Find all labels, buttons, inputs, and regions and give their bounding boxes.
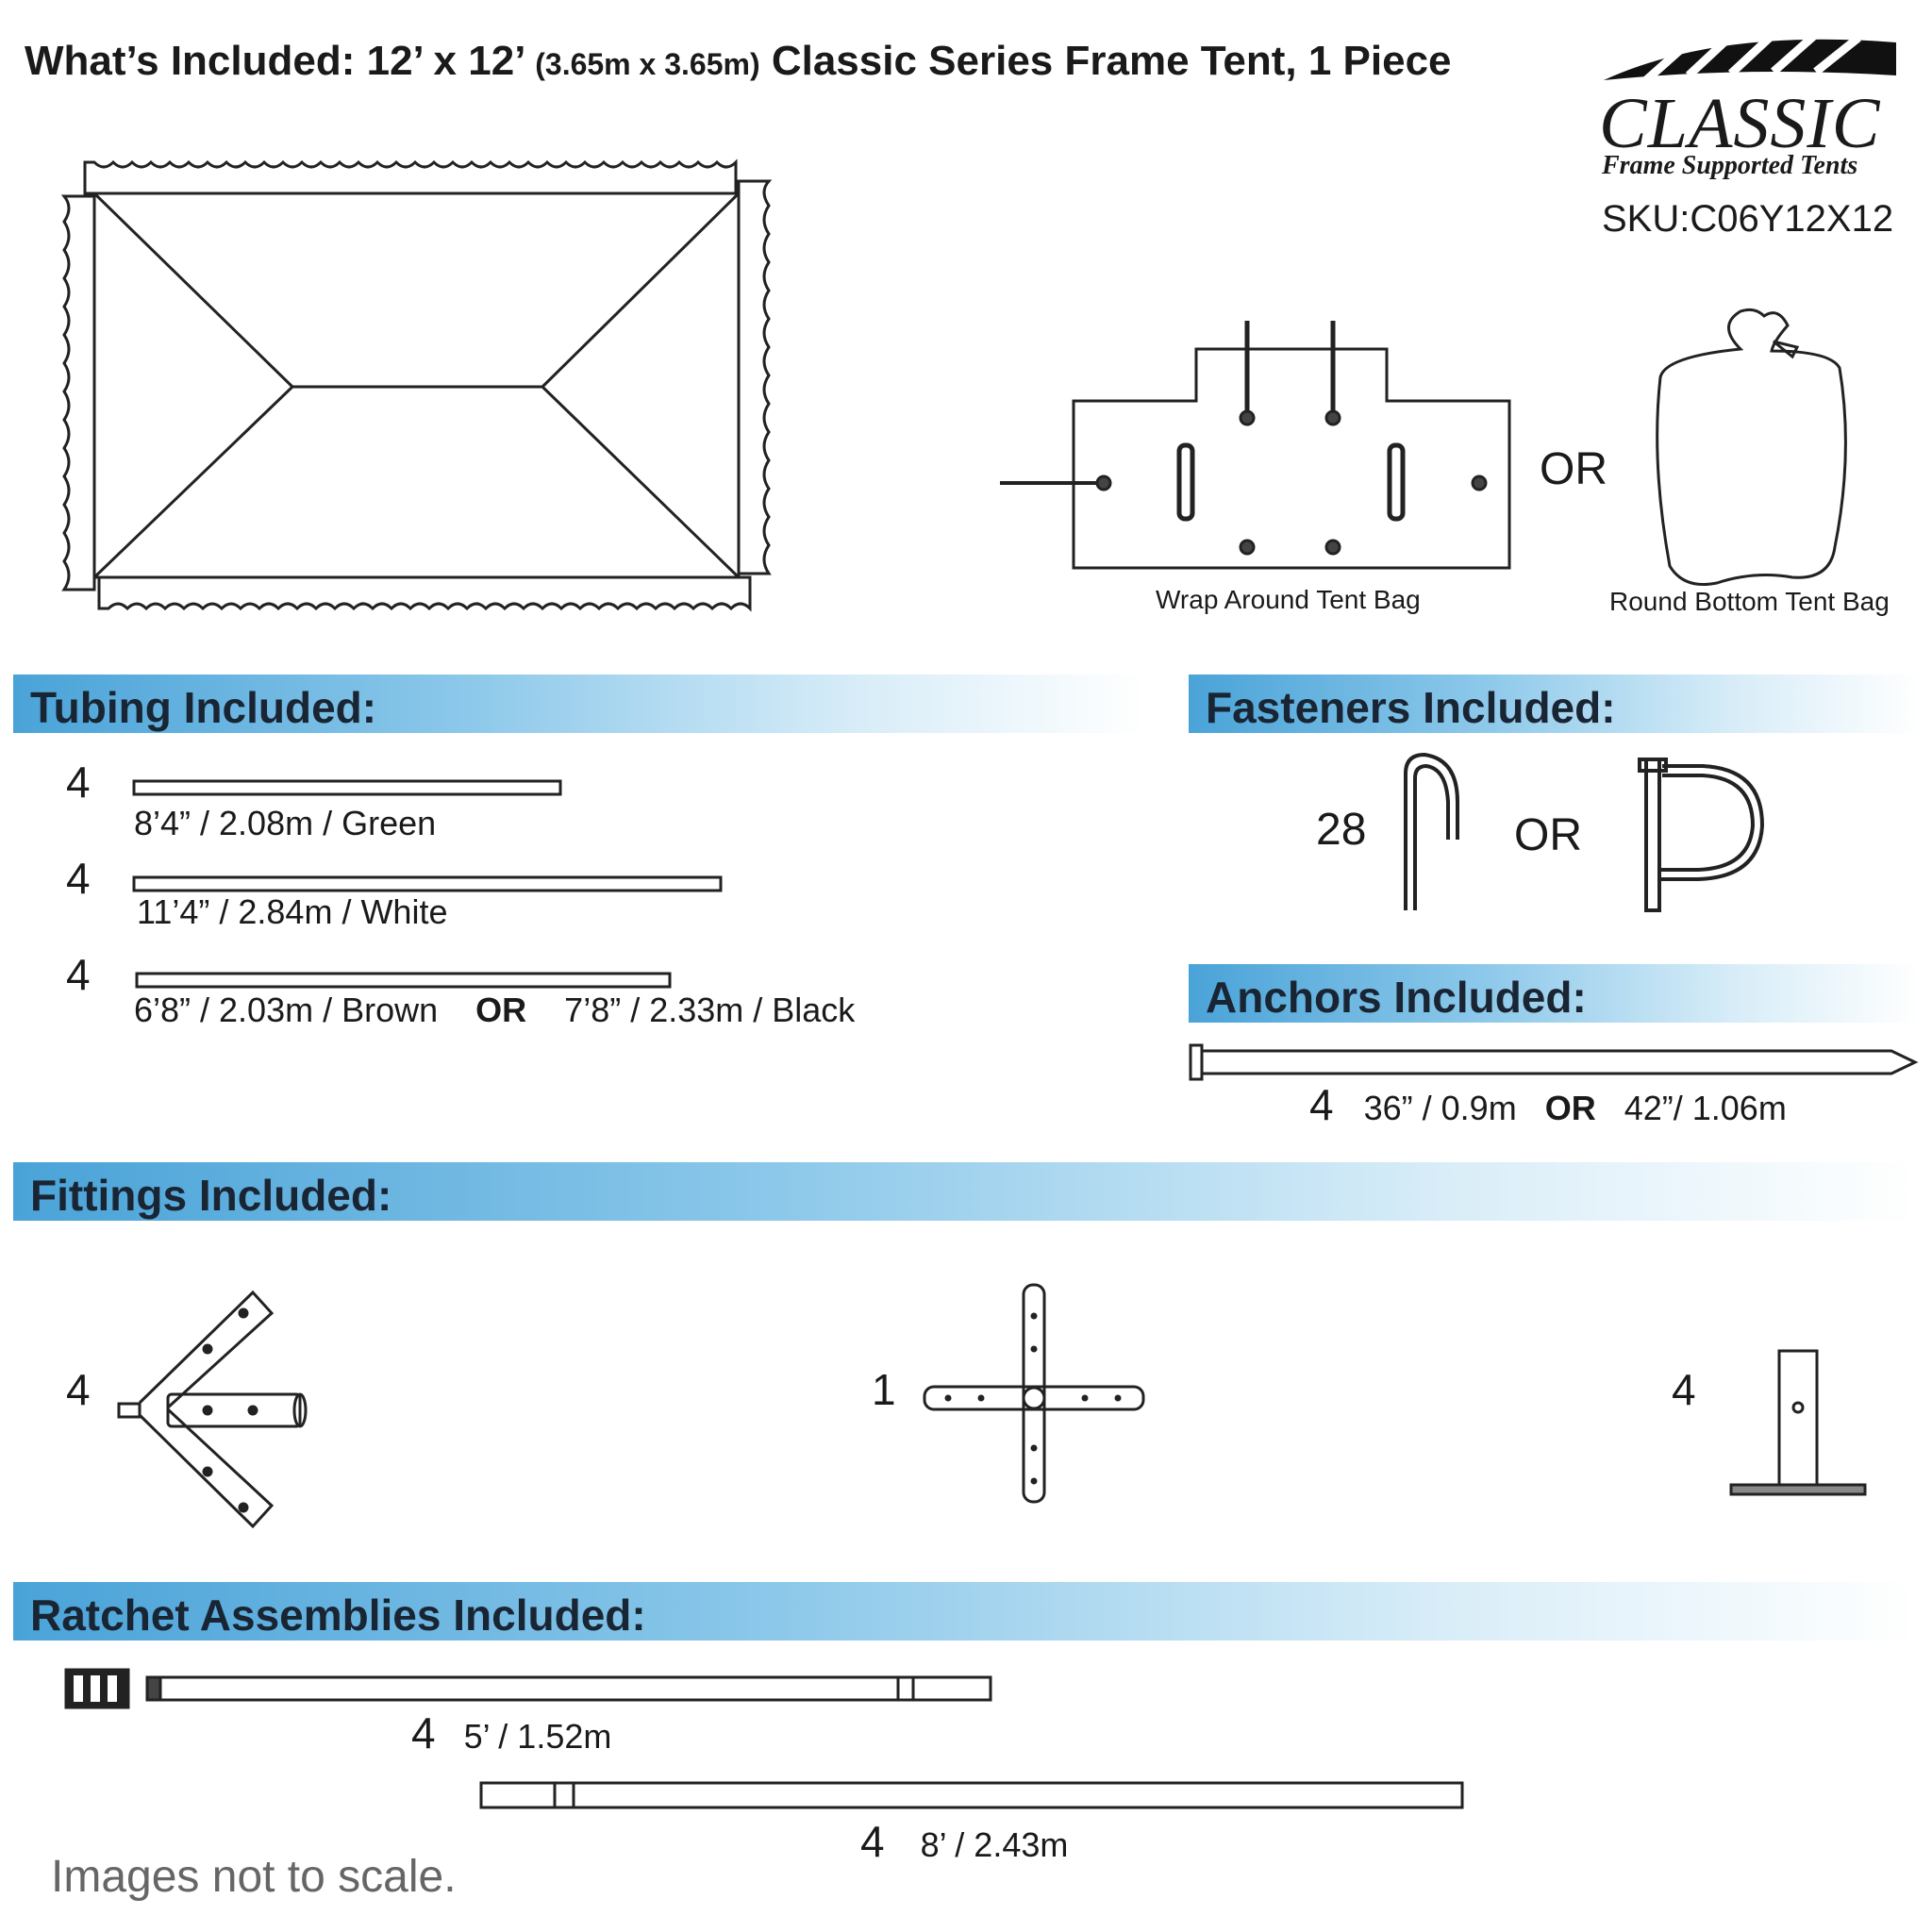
round-bottom-tent-bag-icon: [1656, 308, 1847, 586]
anchor-or: OR: [1544, 1089, 1596, 1127]
classic-logo-tagline: Frame Supported Tents: [1602, 151, 1858, 180]
title-main: What’s Included: 12’ x 12’: [25, 38, 524, 84]
page-title: What’s Included: 12’ x 12’ (3.65m x 3.65…: [25, 38, 1452, 85]
foot-plate-qty: 4: [1672, 1365, 1696, 1414]
classic-logo-awning-icon: [1604, 30, 1896, 84]
foot-plate-icon: [1729, 1349, 1867, 1496]
tube-or: OR: [475, 991, 527, 1029]
wrap-bag-label: Wrap Around Tent Bag: [1156, 585, 1421, 614]
tube-label: 6’8” / 2.03m / Brown OR 7’8” / 2.33m / B…: [134, 991, 855, 1030]
anchor-stake-icon: [1189, 1043, 1919, 1081]
fasteners-heading: Fasteners Included:: [1206, 683, 1616, 732]
classic-logo-word: CLASSIC: [1599, 84, 1881, 163]
fasteners-heading-band: Fasteners Included:: [1189, 675, 1920, 733]
corner-fitting-icon: [117, 1290, 308, 1529]
tube-label: 8’4” / 2.08m / Green: [134, 804, 437, 842]
anchor-qty: 4: [1309, 1080, 1334, 1129]
anchor-label: 4 36” / 0.9m OR 42”/ 1.06m: [1309, 1079, 1787, 1130]
ratchets-heading: Ratchet Assemblies Included:: [30, 1591, 646, 1640]
scale-footnote: Images not to scale.: [51, 1852, 457, 1902]
anchor-label-b: 42”/ 1.06m: [1624, 1089, 1787, 1127]
fittings-heading: Fittings Included:: [30, 1171, 392, 1220]
fastener-clip-icon: [1638, 758, 1765, 912]
bag-or-label: OR: [1540, 444, 1607, 494]
anchors-heading: Anchors Included:: [1206, 973, 1587, 1022]
tube-label-a: 6’8” / 2.03m / Brown: [134, 991, 439, 1029]
ratchet-strap-short-icon: [64, 1668, 992, 1709]
ratchet-strap-long-icon: [479, 1781, 1464, 1809]
sku-label: SKU:C06Y12X12: [1602, 198, 1894, 240]
title-metric: (3.65m x 3.65m): [535, 47, 760, 81]
tube-qty: 4: [66, 950, 91, 999]
ratchet-length: 5’ / 1.52m: [463, 1717, 612, 1756]
wrap-around-tent-bag-icon: [1000, 321, 1511, 570]
anchors-heading-band: Anchors Included:: [1189, 964, 1920, 1023]
ratchet-short-label: 4 5’ / 1.52m: [411, 1707, 611, 1758]
tube-qty: 4: [66, 758, 91, 807]
anchor-label-a: 36” / 0.9m: [1363, 1089, 1517, 1127]
round-bag-label: Round Bottom Tent Bag: [1609, 587, 1890, 616]
ratchet-length: 8’ / 2.43m: [920, 1825, 1069, 1864]
ratchets-heading-band: Ratchet Assemblies Included:: [13, 1582, 1919, 1641]
fittings-heading-band: Fittings Included:: [13, 1162, 1919, 1221]
fastener-or: OR: [1514, 810, 1582, 860]
title-tail: Classic Series Frame Tent, 1 Piece: [771, 38, 1452, 84]
tube-qty: 4: [66, 854, 91, 903]
tube-6ft8: [135, 972, 672, 989]
fastener-pin-icon: [1404, 752, 1459, 910]
tubing-heading: Tubing Included:: [30, 683, 377, 732]
tube-8ft4: [132, 779, 562, 796]
corner-fitting-qty: 4: [66, 1365, 91, 1414]
tubing-heading-band: Tubing Included:: [13, 675, 1145, 733]
ratchet-qty: 4: [860, 1817, 885, 1866]
ratchet-long-label: 4 8’ / 2.43m: [860, 1816, 1068, 1867]
fastener-qty: 28: [1316, 805, 1367, 855]
tube-11ft4: [132, 875, 723, 892]
tubing-bars: [132, 779, 723, 989]
tube-label-b: 7’8” / 2.33m / Black: [564, 991, 856, 1029]
ratchet-qty: 4: [411, 1708, 436, 1757]
cross-fitting-icon: [923, 1283, 1145, 1504]
tent-top-diagram: [60, 158, 773, 612]
cross-fitting-qty: 1: [872, 1365, 896, 1414]
tube-label: 11’4” / 2.84m / White: [137, 892, 448, 931]
